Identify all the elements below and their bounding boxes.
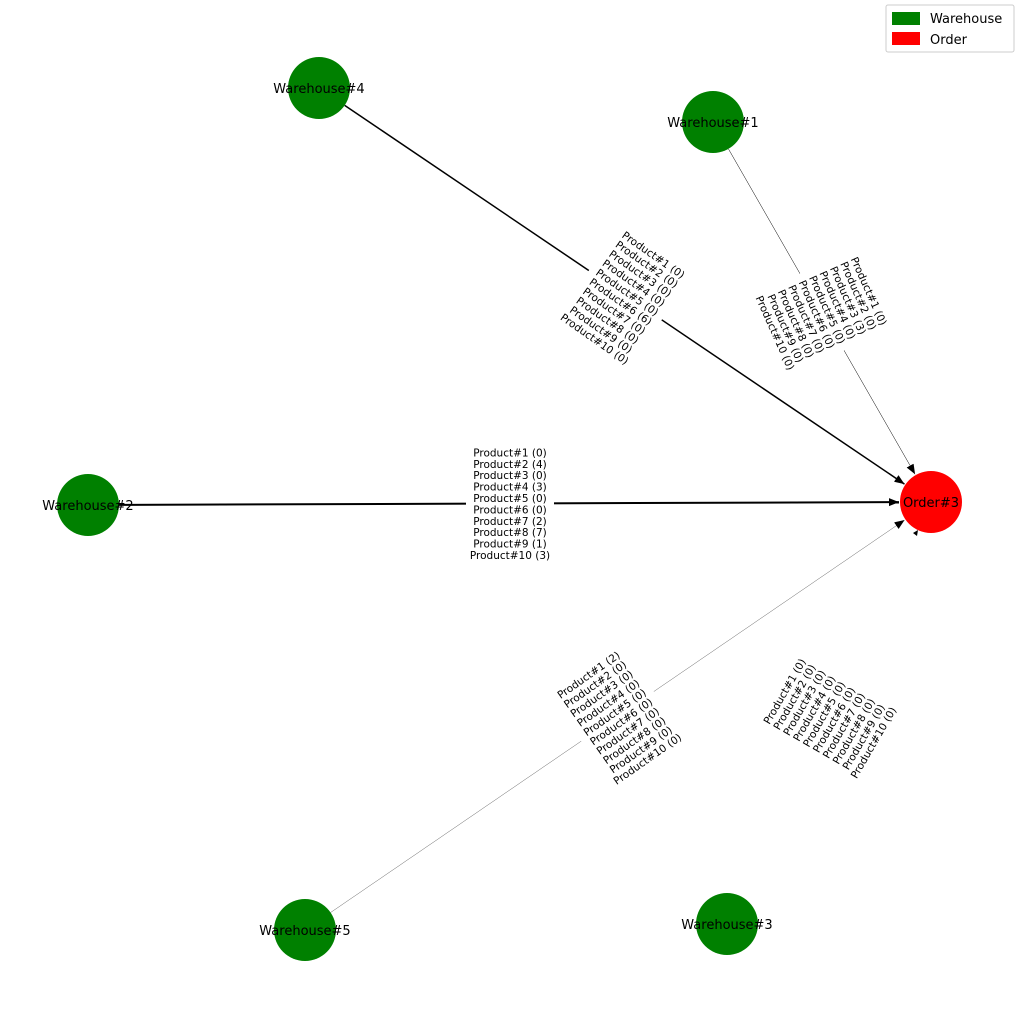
edge-label-background — [554, 223, 694, 371]
legend-swatch-warehouse — [892, 12, 920, 25]
legend: Warehouse Order — [885, 4, 1015, 53]
node-warehouse-1: Warehouse#1 — [667, 91, 759, 153]
legend-label-warehouse: Warehouse — [930, 12, 1002, 27]
edge-label-warehouse-5: Product#1 (2)Product#2 (0)Product#3 (0)P… — [548, 643, 688, 791]
node-circle — [696, 893, 758, 955]
edge-label-line: Product#1 (0) — [473, 447, 547, 459]
edge-label-line: Product#7 (2) — [473, 516, 547, 528]
node-label: Warehouse#1 — [667, 116, 758, 131]
legend-label-order: Order — [930, 33, 968, 48]
edge-label-line: Product#2 (4) — [473, 459, 547, 471]
node-label: Warehouse#3 — [681, 918, 772, 933]
edge-label-line: Product#10 (3) — [470, 550, 550, 562]
edge-label-warehouse-3: Product#1 (0)Product#2 (0)Product#3 (0)P… — [755, 649, 903, 785]
edge-label-warehouse-4: Product#1 (0)Product#2 (0)Product#3 (0)P… — [554, 223, 694, 371]
legend-swatch-order — [892, 32, 920, 45]
node-order-3: Order#3 — [900, 471, 962, 533]
node-label: Warehouse#4 — [273, 82, 364, 97]
node-circle — [288, 57, 350, 119]
node-circle — [900, 471, 962, 533]
edge-label-line: Product#5 (0) — [473, 493, 547, 505]
node-label: Warehouse#5 — [259, 924, 350, 939]
edge-label-background — [755, 649, 903, 785]
edge-label-warehouse-2: Product#1 (0)Product#2 (4)Product#3 (0)P… — [466, 445, 554, 563]
edge-label-line: Product#4 (3) — [473, 482, 547, 494]
edge-label-line: Product#3 (0) — [473, 470, 547, 482]
node-label: Order#3 — [903, 496, 959, 511]
edge-label-line: Product#9 (1) — [473, 539, 547, 551]
edge-label-background — [548, 643, 688, 791]
edge-labels-layer: Product#1 (0)Product#2 (0)Product#3 (0)P… — [466, 223, 903, 791]
edge-label-background — [466, 445, 554, 563]
node-circle — [682, 91, 744, 153]
edge-warehouse-3-to-order-3-arrowhead — [913, 530, 918, 536]
node-warehouse-5: Warehouse#5 — [259, 899, 351, 961]
node-warehouse-4: Warehouse#4 — [273, 57, 365, 119]
edge-label-line: Product#8 (7) — [473, 527, 547, 539]
node-circle — [57, 474, 119, 536]
edge-label-background — [750, 247, 894, 377]
edge-label-warehouse-1: Product#1 (0)Product#2 (0)Product#3 (3)P… — [750, 247, 894, 377]
node-label: Warehouse#2 — [42, 499, 133, 514]
node-warehouse-2: Warehouse#2 — [42, 474, 134, 536]
edge-label-line: Product#6 (0) — [473, 504, 547, 516]
node-circle — [274, 899, 336, 961]
node-warehouse-3: Warehouse#3 — [681, 893, 773, 955]
